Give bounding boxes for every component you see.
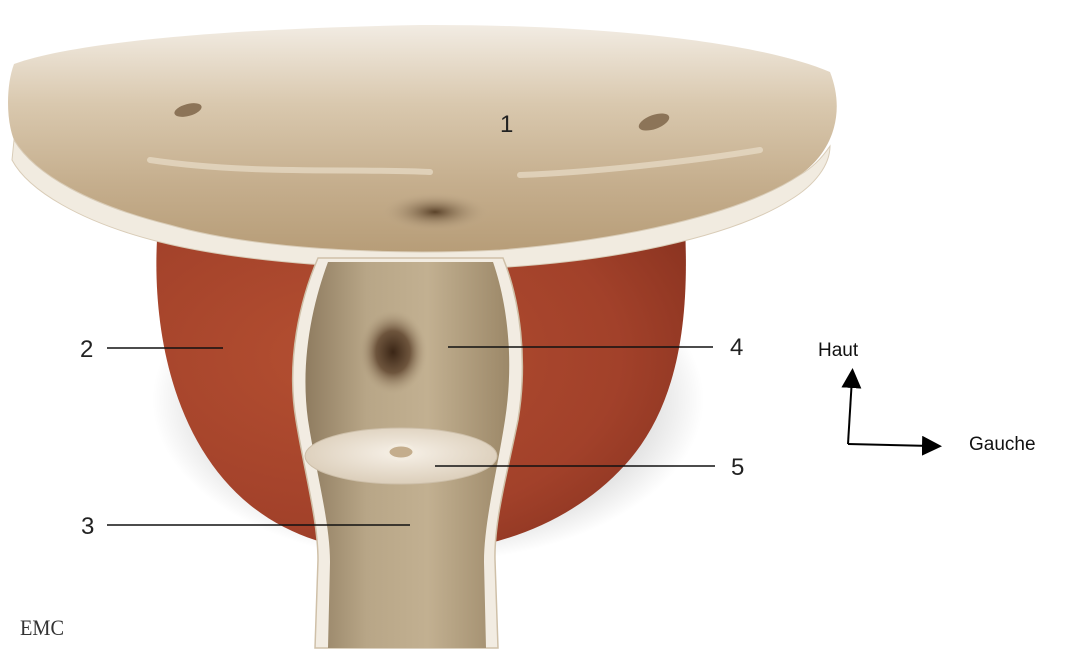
sphincter-disk bbox=[305, 428, 497, 484]
orientation-indicator: Haut Gauche bbox=[818, 340, 1036, 455]
orientation-up-label: Haut bbox=[818, 340, 859, 361]
emc-logo: EMC bbox=[20, 615, 64, 640]
label-3: 3 bbox=[81, 513, 94, 540]
label-2: 2 bbox=[80, 336, 93, 363]
label-1: 1 bbox=[500, 111, 513, 138]
label-4: 4 bbox=[730, 334, 743, 361]
orientation-left-label: Gauche bbox=[969, 434, 1036, 455]
bladder bbox=[8, 25, 837, 269]
label-5: 5 bbox=[731, 454, 744, 481]
